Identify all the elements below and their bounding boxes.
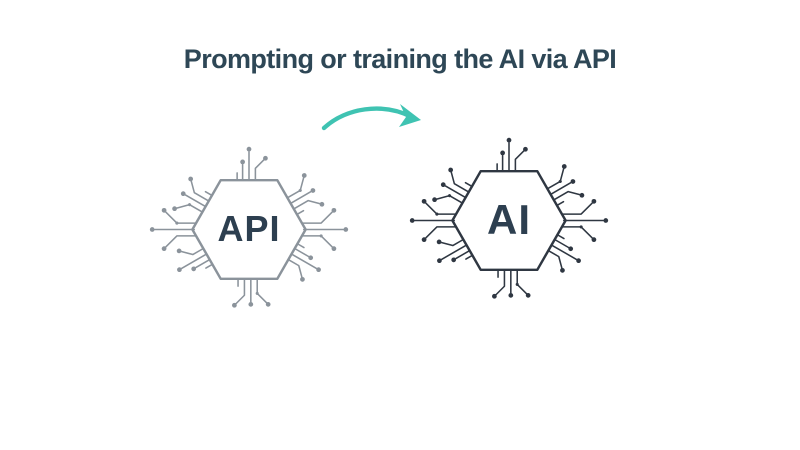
curved-arrow-right-icon bbox=[321, 104, 421, 131]
api-chip: API bbox=[144, 138, 354, 321]
api-chip-label: API bbox=[217, 208, 281, 249]
ai-chip: AI bbox=[404, 129, 614, 312]
slide-title: Prompting or training the AI via API bbox=[183, 44, 617, 74]
ai-chip-label: AI bbox=[487, 196, 531, 243]
